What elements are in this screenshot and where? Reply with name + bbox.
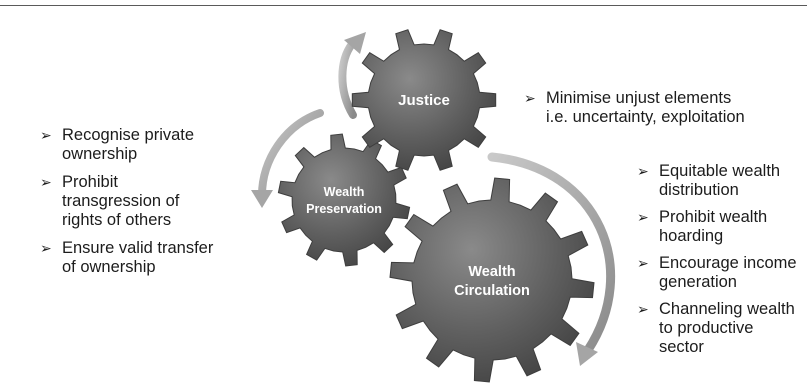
top-divider (0, 5, 807, 6)
arrow-bullet-icon: ➢ (40, 127, 52, 143)
arrow-bullet-icon: ➢ (524, 90, 536, 106)
gear-wealth-preservation: Wealth Preservation (277, 133, 411, 267)
arrow-to-justice-head (344, 32, 366, 54)
arrow-bullet-icon: ➢ (40, 240, 52, 256)
circulation-point-text-line: Encourage income (659, 254, 797, 272)
gear-label-wealth: Wealth (324, 185, 365, 199)
arrow-to-preservation (258, 109, 324, 199)
circulation-point-text-line: generation (659, 273, 737, 291)
circulation-point-text-line: Prohibit wealth (659, 208, 768, 226)
gear-label-circulation: Circulation (454, 283, 530, 299)
gear-label-wealth-2: Wealth (468, 264, 515, 280)
arrow-to-preservation-head (251, 190, 273, 208)
circulation-point-text-line: hoarding (659, 227, 724, 245)
gear-label-justice: Justice (398, 92, 450, 109)
circulation-point-text-line: sector (659, 338, 704, 356)
gear-justice: Justice (351, 29, 497, 171)
arrow-to-circulation (487, 152, 616, 355)
preservation-point-text-line: ownership (62, 145, 138, 163)
preservation-point-text-line: Ensure valid transfer (62, 239, 214, 257)
circulation-point-text-line: Equitable wealth (659, 162, 781, 180)
arrow-to-circulation-head (576, 342, 598, 366)
gear-label-preservation: Preservation (306, 202, 382, 216)
gear-wealth-circulation: Wealth Circulation (389, 177, 595, 383)
arrow-bullet-icon: ➢ (637, 255, 649, 271)
preservation-point-text-line: transgression of (62, 192, 180, 210)
arrow-bullet-icon: ➢ (637, 301, 649, 317)
circulation-point-text-line: Channeling wealth (659, 300, 795, 318)
arrow-bullet-icon: ➢ (40, 174, 52, 190)
circulation-point-text-line: distribution (659, 181, 739, 199)
preservation-point-text-line: Recognise private (62, 126, 195, 144)
arrow-bullet-icon: ➢ (637, 163, 649, 179)
justice-point-text-line: Minimise unjust elements (546, 89, 732, 107)
circulation-point-text-line: to productive (659, 319, 754, 337)
preservation-point-text-line: rights of others (62, 211, 172, 229)
justice-point-text-line: i.e. uncertainty, exploitation (546, 108, 745, 126)
arrow-to-justice (338, 40, 357, 119)
preservation-point-text-line: of ownership (62, 258, 156, 276)
arrow-bullet-icon: ➢ (637, 209, 649, 225)
preservation-point-text-line: Prohibit (62, 173, 118, 191)
